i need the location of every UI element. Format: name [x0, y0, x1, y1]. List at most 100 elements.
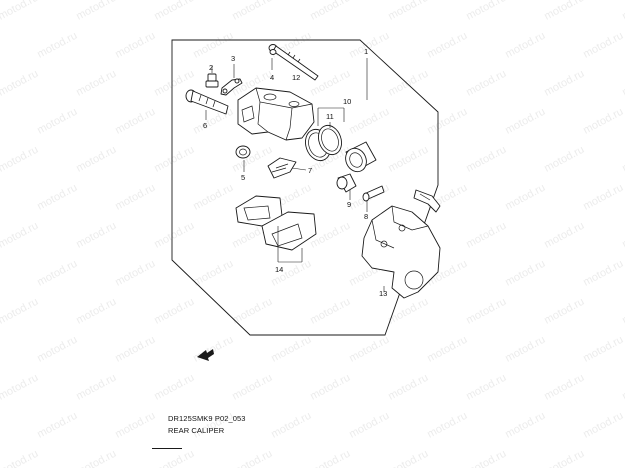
callout-6: 6 [203, 121, 207, 130]
watermark: motod.ru [386, 144, 430, 175]
watermark: motod.ru [503, 410, 547, 441]
diagram-code: DR125SMK9 P02_053 [168, 414, 246, 423]
watermark: motod.ru [35, 182, 79, 213]
bottom-rule [152, 448, 182, 449]
watermark: motod.ru [152, 372, 196, 403]
part-cap-3 [220, 78, 243, 96]
watermark: motod.ru [0, 372, 40, 403]
watermark: motod.ru [74, 372, 118, 403]
callout-12: 12 [292, 73, 300, 82]
watermark: motod.ru [152, 0, 196, 23]
watermark: motod.ru [542, 68, 586, 99]
callout-11: 11 [326, 112, 334, 121]
part-pads-14 [235, 195, 317, 251]
watermark: motod.ru [191, 106, 235, 137]
leader-lines [205, 58, 385, 292]
watermark: motod.ru [0, 68, 40, 99]
watermark: motod.ru [347, 334, 391, 365]
watermark: motod.ru [74, 68, 118, 99]
part-bolt-8 [362, 185, 385, 202]
watermark: motod.ru [581, 30, 625, 61]
watermark: motod.ru [542, 220, 586, 251]
part-spring-7 [267, 157, 297, 179]
watermark: motod.ru [0, 0, 40, 23]
watermark: motod.ru [386, 448, 430, 468]
watermark: motod.ru [542, 0, 586, 23]
watermark: motod.ru [581, 258, 625, 289]
callout-7: 7 [308, 166, 312, 175]
watermark: motod.ru [464, 372, 508, 403]
watermark: motod.ru [308, 448, 352, 468]
callout-10: 10 [343, 97, 351, 106]
watermark: motod.ru [35, 106, 79, 137]
callout-13: 13 [379, 289, 387, 298]
watermark: motod.ru [581, 410, 625, 441]
part-piston [345, 141, 377, 173]
part-clip [413, 189, 441, 213]
watermark: motod.ru [503, 258, 547, 289]
watermark: motod.ru [113, 106, 157, 137]
watermark: motod.ru [386, 0, 430, 23]
watermark: motod.ru [35, 258, 79, 289]
part-boot-5 [235, 145, 251, 159]
callout-5: 5 [241, 173, 245, 182]
callout-3: 3 [231, 54, 235, 63]
watermark: motod.ru [542, 372, 586, 403]
callout-1: 1 [364, 47, 368, 56]
part-seal-10 [318, 124, 342, 156]
watermark: motod.ru [620, 372, 625, 403]
watermark: motod.ru [386, 372, 430, 403]
watermark: motod.ru [0, 448, 40, 468]
callout-9: 9 [347, 200, 351, 209]
watermark: motod.ru [191, 258, 235, 289]
watermark: motod.ru [464, 296, 508, 327]
watermark: motod.ru [74, 0, 118, 23]
watermark: motod.ru [35, 410, 79, 441]
watermark: motod.ru [464, 68, 508, 99]
watermark: motod.ru [620, 296, 625, 327]
part-bolt-4 [269, 49, 277, 55]
watermark: motod.ru [347, 410, 391, 441]
watermark: motod.ru [347, 30, 391, 61]
watermark: motod.ru [113, 258, 157, 289]
watermark: motod.ru [542, 144, 586, 175]
watermark: motod.ru [503, 30, 547, 61]
watermark: motod.ru [74, 144, 118, 175]
watermark: motod.ru [191, 182, 235, 213]
watermark: motod.ru [620, 144, 625, 175]
watermark: motod.ru [581, 334, 625, 365]
callout-8: 8 [364, 212, 368, 221]
watermark: motod.ru [191, 334, 235, 365]
watermark: motod.ru [113, 410, 157, 441]
part-caliper-body [237, 87, 315, 141]
callout-labels: 1 2 3 4 5 6 7 8 9 10 11 12 13 14 [203, 47, 387, 298]
part-pin-6 [185, 89, 229, 115]
part-bracket-13 [361, 205, 441, 299]
watermark: motod.ru [464, 220, 508, 251]
watermark: motod.ru [503, 182, 547, 213]
watermark: motod.ru [74, 448, 118, 468]
watermark: motod.ru [503, 106, 547, 137]
watermark: motod.ru [308, 68, 352, 99]
watermark: motod.ru [464, 0, 508, 23]
watermark: motod.ru [425, 30, 469, 61]
watermark: motod.ru [269, 410, 313, 441]
watermark: motod.ru [386, 68, 430, 99]
watermark: motod.ru [347, 106, 391, 137]
watermark: motod.ru [152, 296, 196, 327]
part-bleeder-2 [205, 73, 219, 88]
watermark: motod.ru [425, 410, 469, 441]
part-bushing-9 [336, 173, 357, 193]
watermark: motod.ru [152, 448, 196, 468]
watermark: motod.ru [581, 182, 625, 213]
watermark: motod.ru [464, 448, 508, 468]
watermark: motod.ru [152, 220, 196, 251]
watermark: motod.ru [425, 334, 469, 365]
watermark: motod.ru [74, 220, 118, 251]
watermark: motod.ru [581, 106, 625, 137]
watermark: motod.ru [620, 448, 625, 468]
watermark: motod.ru [113, 334, 157, 365]
callout-4: 4 [270, 73, 274, 82]
diagram-title: REAR CALIPER [168, 426, 225, 435]
watermark: motod.ru [0, 296, 40, 327]
